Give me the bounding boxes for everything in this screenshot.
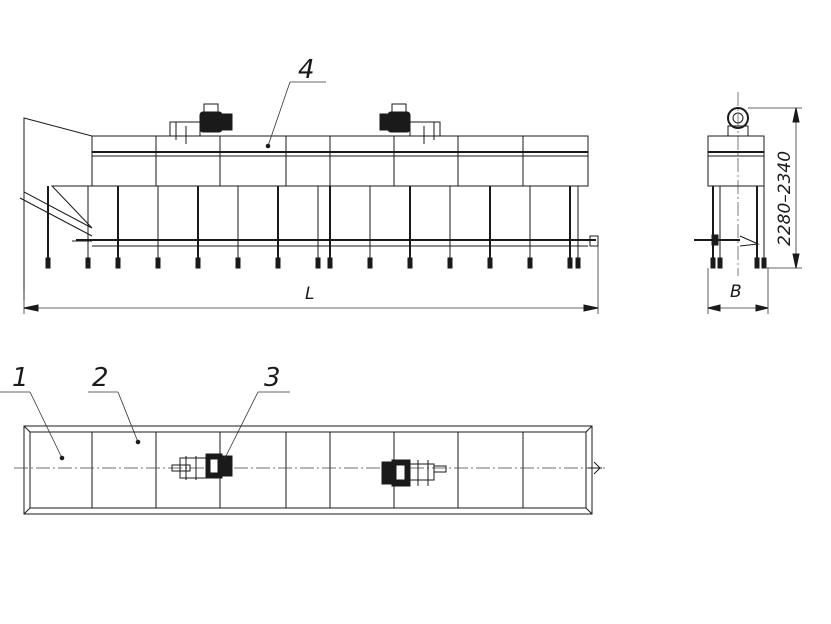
callout-3-label: 3 xyxy=(264,363,281,393)
leg-3 xyxy=(155,186,161,269)
callout-2-leader xyxy=(117,391,139,443)
callout-4-leader xyxy=(267,81,291,147)
plan-corner-tl xyxy=(23,425,31,433)
dim-h-arrow-top xyxy=(792,107,800,123)
side-leg-2 xyxy=(754,186,760,269)
plan-outlet-tip xyxy=(593,461,601,475)
callout-1-label: 1 xyxy=(12,363,29,393)
dim-h-arrow-bottom xyxy=(792,253,800,269)
leg-10 xyxy=(407,186,413,269)
dim-B-arrow-left xyxy=(707,304,721,312)
dim-L-arrow-left xyxy=(23,304,39,312)
body-section-dividers xyxy=(91,136,589,186)
callout-1-leader xyxy=(29,391,63,459)
leg-12 xyxy=(487,186,493,269)
front-view: 4 L xyxy=(19,55,599,314)
plan-corner-br xyxy=(585,507,593,515)
leg-14 xyxy=(567,186,573,269)
side-pipe-elbow xyxy=(739,235,760,247)
body-top-frame xyxy=(91,135,589,187)
side-view: 2280–2340 B xyxy=(694,92,802,314)
side-body-frame xyxy=(707,135,765,187)
side-leg-1 xyxy=(717,186,723,269)
leg-15 xyxy=(575,186,581,269)
leg-1 xyxy=(85,186,91,269)
callout-2-label: 2 xyxy=(92,363,109,393)
side-pipe-valve xyxy=(711,234,719,246)
callout-4-label: 4 xyxy=(298,55,315,85)
plan-section-dividers xyxy=(91,432,524,508)
callout-1-dot xyxy=(59,455,65,461)
leg-9 xyxy=(367,186,373,269)
dim-L-label: L xyxy=(305,284,314,304)
callout-3-leader xyxy=(223,391,259,461)
motor-plan-left xyxy=(171,453,233,480)
dim-B-arrow-right xyxy=(755,304,769,312)
side-leg-0 xyxy=(710,186,716,269)
leg-13 xyxy=(527,186,533,269)
leg-7 xyxy=(315,186,321,269)
leg-4 xyxy=(195,186,201,269)
side-leg-3 xyxy=(761,186,767,269)
plan-outer-frame xyxy=(23,425,593,515)
callout-2-dot xyxy=(135,439,141,445)
motor-front-left xyxy=(169,103,233,144)
callout-4-dot xyxy=(265,143,271,149)
plan-view: 1 2 3 xyxy=(0,363,606,515)
leg-11 xyxy=(447,186,453,269)
leg-6 xyxy=(275,186,281,269)
side-legs xyxy=(710,186,767,269)
leg-0 xyxy=(45,186,51,269)
hopper-chute-line xyxy=(19,197,93,237)
leg-8 xyxy=(327,186,333,269)
motor-plan-right xyxy=(381,459,447,487)
dim-B-label: B xyxy=(730,282,742,302)
dim-L-arrow-right xyxy=(583,304,599,312)
plan-corner-tr xyxy=(585,425,593,433)
pipe-end-fitting xyxy=(589,235,599,247)
hopper-outline xyxy=(23,117,93,229)
front-legs xyxy=(45,186,581,269)
plan-corner-bl xyxy=(23,507,31,515)
leg-2 xyxy=(115,186,121,269)
plan-inner-frame xyxy=(29,431,587,509)
leg-5 xyxy=(235,186,241,269)
motor-front-right xyxy=(379,103,441,144)
dim-h-label: 2280–2340 xyxy=(775,151,795,246)
